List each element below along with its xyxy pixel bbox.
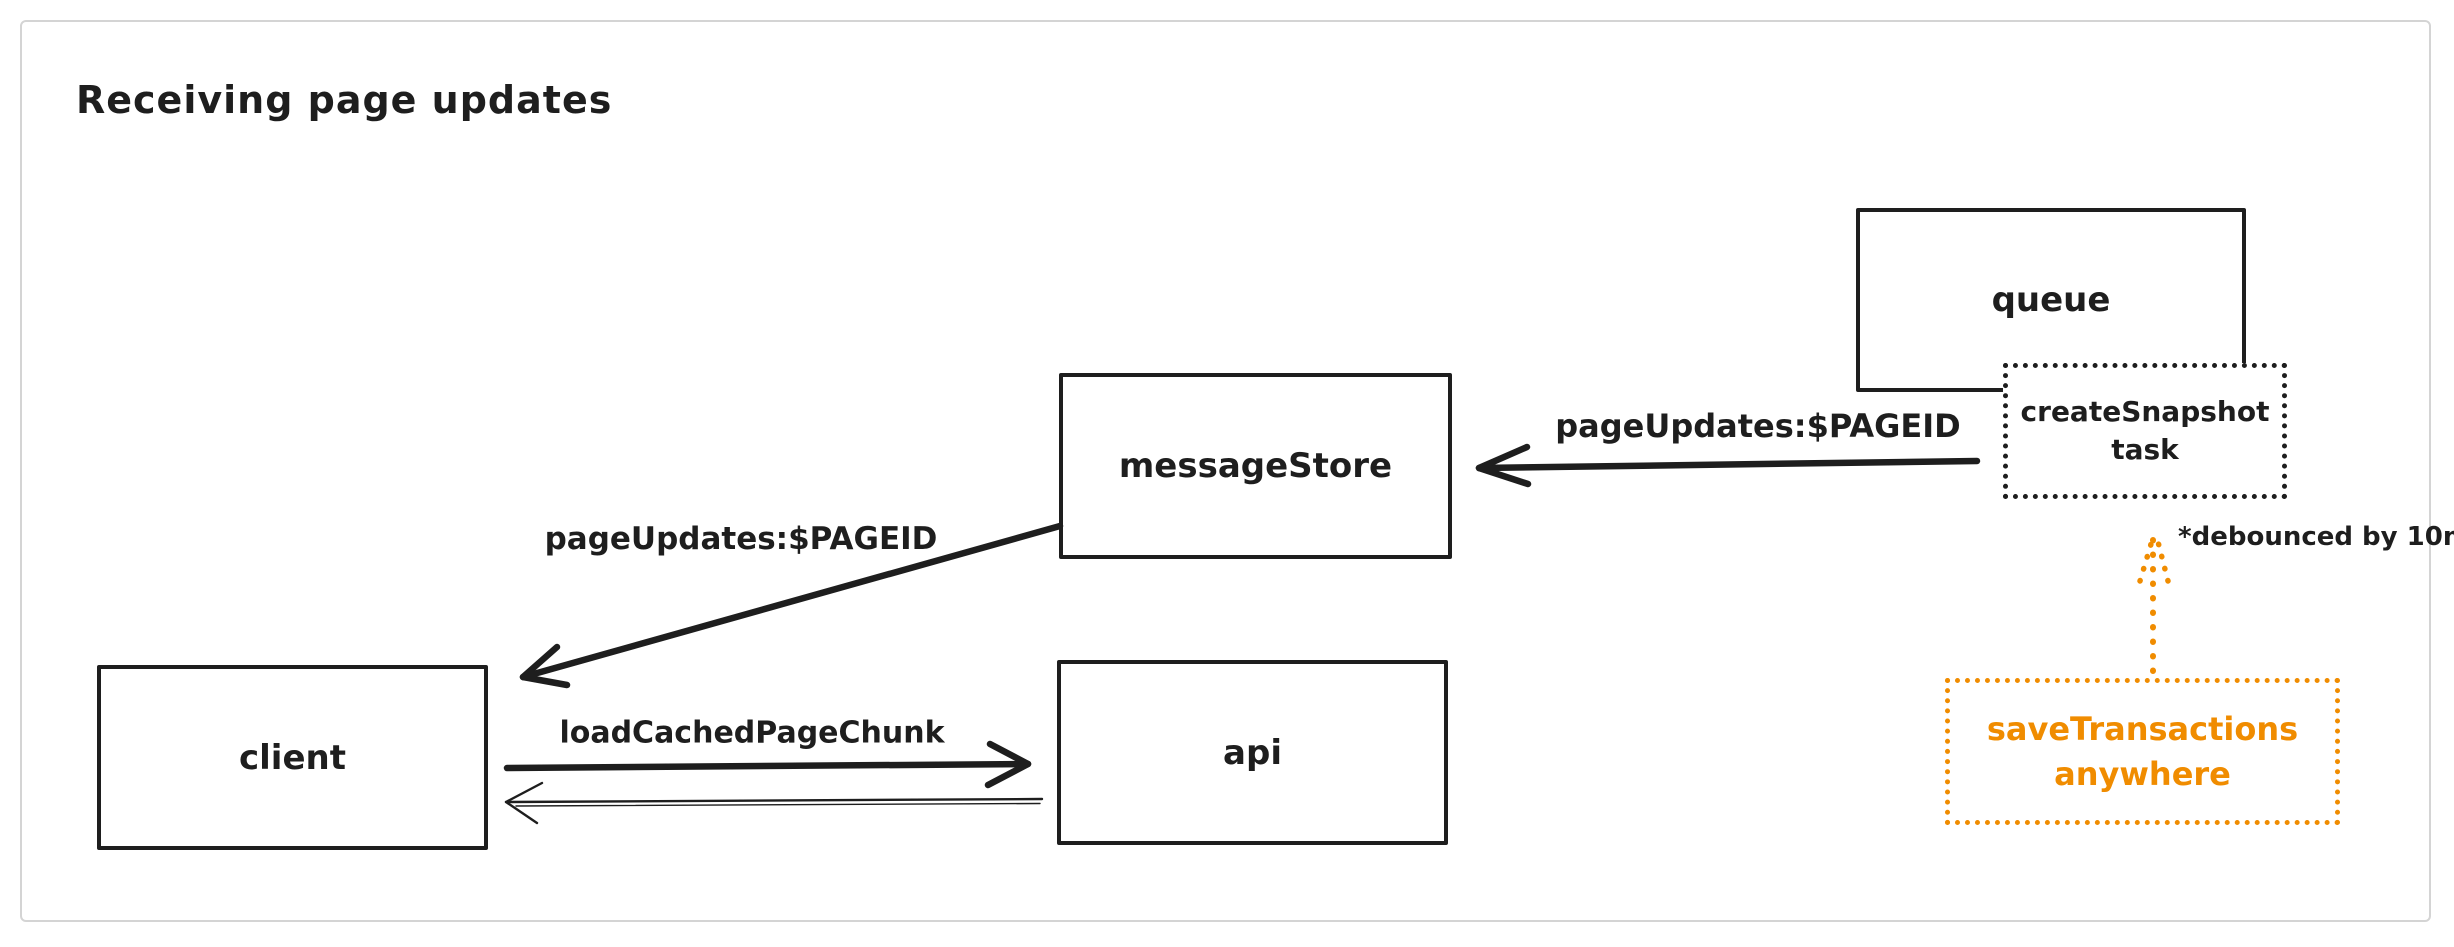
node-message-store: messageStore [1059, 373, 1452, 559]
diagram-title: Receiving page updates [76, 78, 613, 122]
node-save-transactions-label: saveTransactions anywhere [1986, 709, 2299, 793]
node-client: client [97, 665, 488, 850]
node-create-snapshot-task: createSnapshot task [2003, 363, 2287, 499]
node-message-store-label: messageStore [1118, 446, 1393, 486]
edge-label-page-updates-store-to-client: pageUpdates:$PAGEID [544, 521, 938, 557]
node-queue-label: queue [1991, 280, 2111, 320]
edge-label-page-updates-task-to-store: pageUpdates:$PAGEID [1555, 407, 1961, 445]
node-api-label: api [1223, 732, 1282, 773]
edge-label-load-cached-page-chunk: loadCachedPageChunk [559, 715, 945, 751]
outer-frame [20, 20, 2431, 922]
node-save-transactions: saveTransactions anywhere [1945, 678, 2340, 825]
node-client-label: client [239, 737, 346, 778]
annotation-debounced: *debounced by 10m [2178, 522, 2454, 552]
node-api: api [1057, 660, 1448, 845]
node-create-snapshot-task-label: createSnapshot task [2020, 395, 2270, 466]
